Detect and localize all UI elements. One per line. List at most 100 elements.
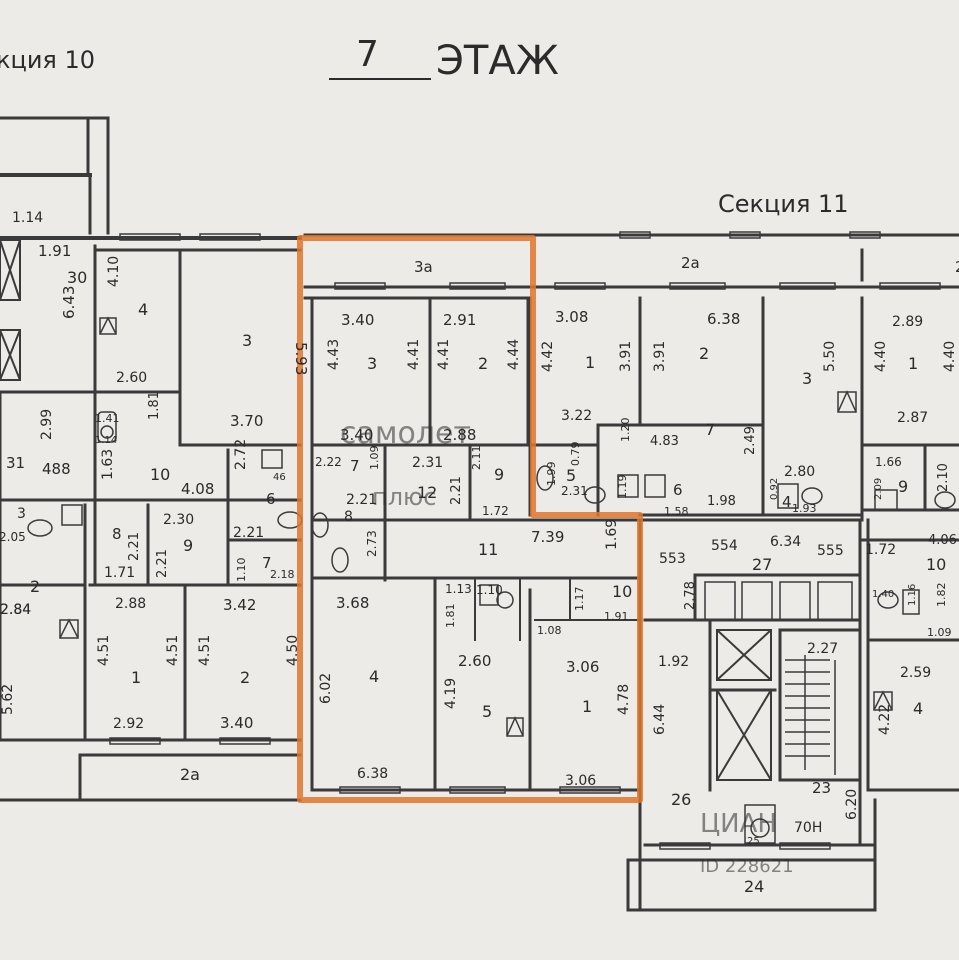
dimension-label: 1.63 — [100, 449, 116, 480]
dimension-label: 3.91 — [618, 341, 634, 372]
utility-marks — [59, 316, 893, 737]
dimension-label: 2 — [478, 354, 488, 373]
dimension-label: 1.17 — [573, 587, 586, 612]
dimension-label: 1.10 — [476, 583, 503, 597]
dimension-label: 4.06 — [928, 533, 957, 548]
dimension-label: 6 — [673, 481, 683, 499]
dimension-label: 2.21 — [155, 549, 170, 578]
dimension-label: 4.41 — [436, 339, 452, 370]
dimension-label: 1.82 — [935, 583, 948, 608]
dimension-label: 23 — [812, 779, 831, 797]
dimension-label: 2.88 — [115, 596, 146, 612]
dimension-label: 6.02 — [318, 673, 334, 704]
dimension-label: 3.40 — [220, 714, 253, 732]
dimension-label: 10 — [612, 582, 632, 601]
dimension-label: 6.43 — [60, 286, 78, 319]
dimension-label: 2.88 — [443, 426, 476, 444]
dimension-label: 555 — [817, 543, 844, 559]
dimension-label: 3.70 — [230, 412, 263, 430]
dimension-label: 2.84 — [0, 602, 31, 618]
dimension-label: 1.40 — [872, 589, 894, 600]
dimension-label: 4 — [138, 300, 148, 319]
dimension-label: 488 — [42, 460, 71, 478]
dimension-label: 4.22 — [877, 704, 893, 735]
dimension-label: 2.60 — [458, 652, 491, 670]
dimension-label: 1.92 — [658, 654, 689, 670]
dimension-label: 0.92 — [769, 478, 780, 500]
dimension-label: 2.21 — [233, 525, 264, 541]
dimension-label: 2.05 — [0, 530, 26, 544]
dimension-label: 9 — [898, 477, 908, 496]
dimension-label: 2.09 — [873, 478, 884, 500]
dimension-label: 24 — [744, 877, 764, 896]
dimension-label: 4.78 — [616, 684, 632, 715]
staircase — [785, 655, 836, 775]
dimension-label: 1.93 — [792, 502, 817, 515]
walls — [0, 116, 959, 912]
dimension-label: 4.40 — [942, 341, 958, 372]
dimension-label: 4.83 — [650, 434, 679, 449]
dimension-label: 1.72 — [865, 542, 896, 558]
dimension-label: 2.87 — [897, 410, 928, 426]
watermark-samolet: самолет — [340, 416, 471, 451]
dimension-label: 11 — [478, 540, 498, 559]
dimension-label: 553 — [659, 551, 686, 567]
dimension-label: 3 — [242, 331, 252, 350]
dimension-labels: 1.141.91306.434.10435.932.601.411.141.81… — [0, 210, 959, 896]
dimension-label: 4.10 — [106, 256, 122, 287]
dimension-label: 8 — [344, 509, 353, 525]
dimension-label: 4.51 — [96, 635, 112, 666]
dimension-label: 1.91 — [604, 610, 629, 623]
dimension-label: 4 — [913, 699, 923, 718]
dimension-label: 2.80 — [784, 464, 815, 480]
dimension-label: 2a — [180, 765, 200, 784]
dimension-label: 2.18 — [270, 568, 295, 581]
dimension-label: 2.31 — [412, 455, 443, 471]
dimension-label: 1.81 — [444, 604, 457, 629]
dimension-label: 2.99 — [39, 409, 55, 440]
dimension-label: 4.08 — [181, 480, 214, 498]
dimension-label: 3.68 — [336, 594, 369, 612]
dimension-label: 1.08 — [537, 624, 562, 637]
dimension-label: 2.30 — [163, 512, 194, 528]
dimension-label: 1.14 — [12, 210, 43, 226]
dimension-label: 3.06 — [565, 773, 596, 789]
dimension-label: 1 — [131, 668, 141, 687]
dimension-label: 7 — [262, 554, 272, 572]
dimension-label: 1.16 — [907, 584, 918, 606]
dimension-label: 70Н — [794, 820, 822, 836]
dimension-label: 3.08 — [555, 308, 588, 326]
dimension-label: 3.91 — [652, 341, 668, 372]
dimension-label: 1.20 — [619, 418, 632, 443]
dimension-label: 7 — [705, 420, 715, 439]
dimension-label: 3.42 — [223, 596, 256, 614]
dimension-label: 1.19 — [616, 475, 629, 500]
dimension-label: 3.06 — [566, 658, 599, 676]
dimension-label: 2.49 — [743, 426, 758, 455]
dimension-label: 4.40 — [873, 341, 889, 372]
dimension-label: 2 — [30, 577, 40, 596]
dimension-label: 1.66 — [875, 455, 902, 469]
dimension-label: 4 — [782, 493, 792, 511]
dimension-label: 6.38 — [357, 766, 388, 782]
dimension-label: 6.20 — [844, 789, 860, 820]
dimension-label: 4.41 — [406, 339, 422, 370]
dimension-label: 6.34 — [770, 534, 801, 550]
dimension-label: 3.40 — [340, 426, 373, 444]
dimension-label: 3 — [802, 369, 812, 388]
dimension-label: 2.10 — [936, 463, 951, 492]
dimension-label: 30 — [67, 268, 87, 287]
dimension-label: 1.98 — [707, 494, 736, 509]
watermark-cian: ЦИАН — [700, 809, 777, 839]
dimension-label: 2.31 — [561, 484, 588, 498]
dimension-label: 4 — [369, 667, 379, 686]
dimension-label: 2.22 — [315, 455, 342, 469]
dimension-label: 6.38 — [707, 310, 740, 328]
dimension-label: 3.40 — [341, 311, 374, 329]
dimension-label: 2.21 — [346, 492, 377, 508]
dimension-label: 5.62 — [0, 684, 16, 715]
dimension-label: 10 — [150, 465, 170, 484]
dimension-label: 1.09 — [927, 626, 952, 639]
dimension-label: 2.11 — [470, 446, 483, 471]
